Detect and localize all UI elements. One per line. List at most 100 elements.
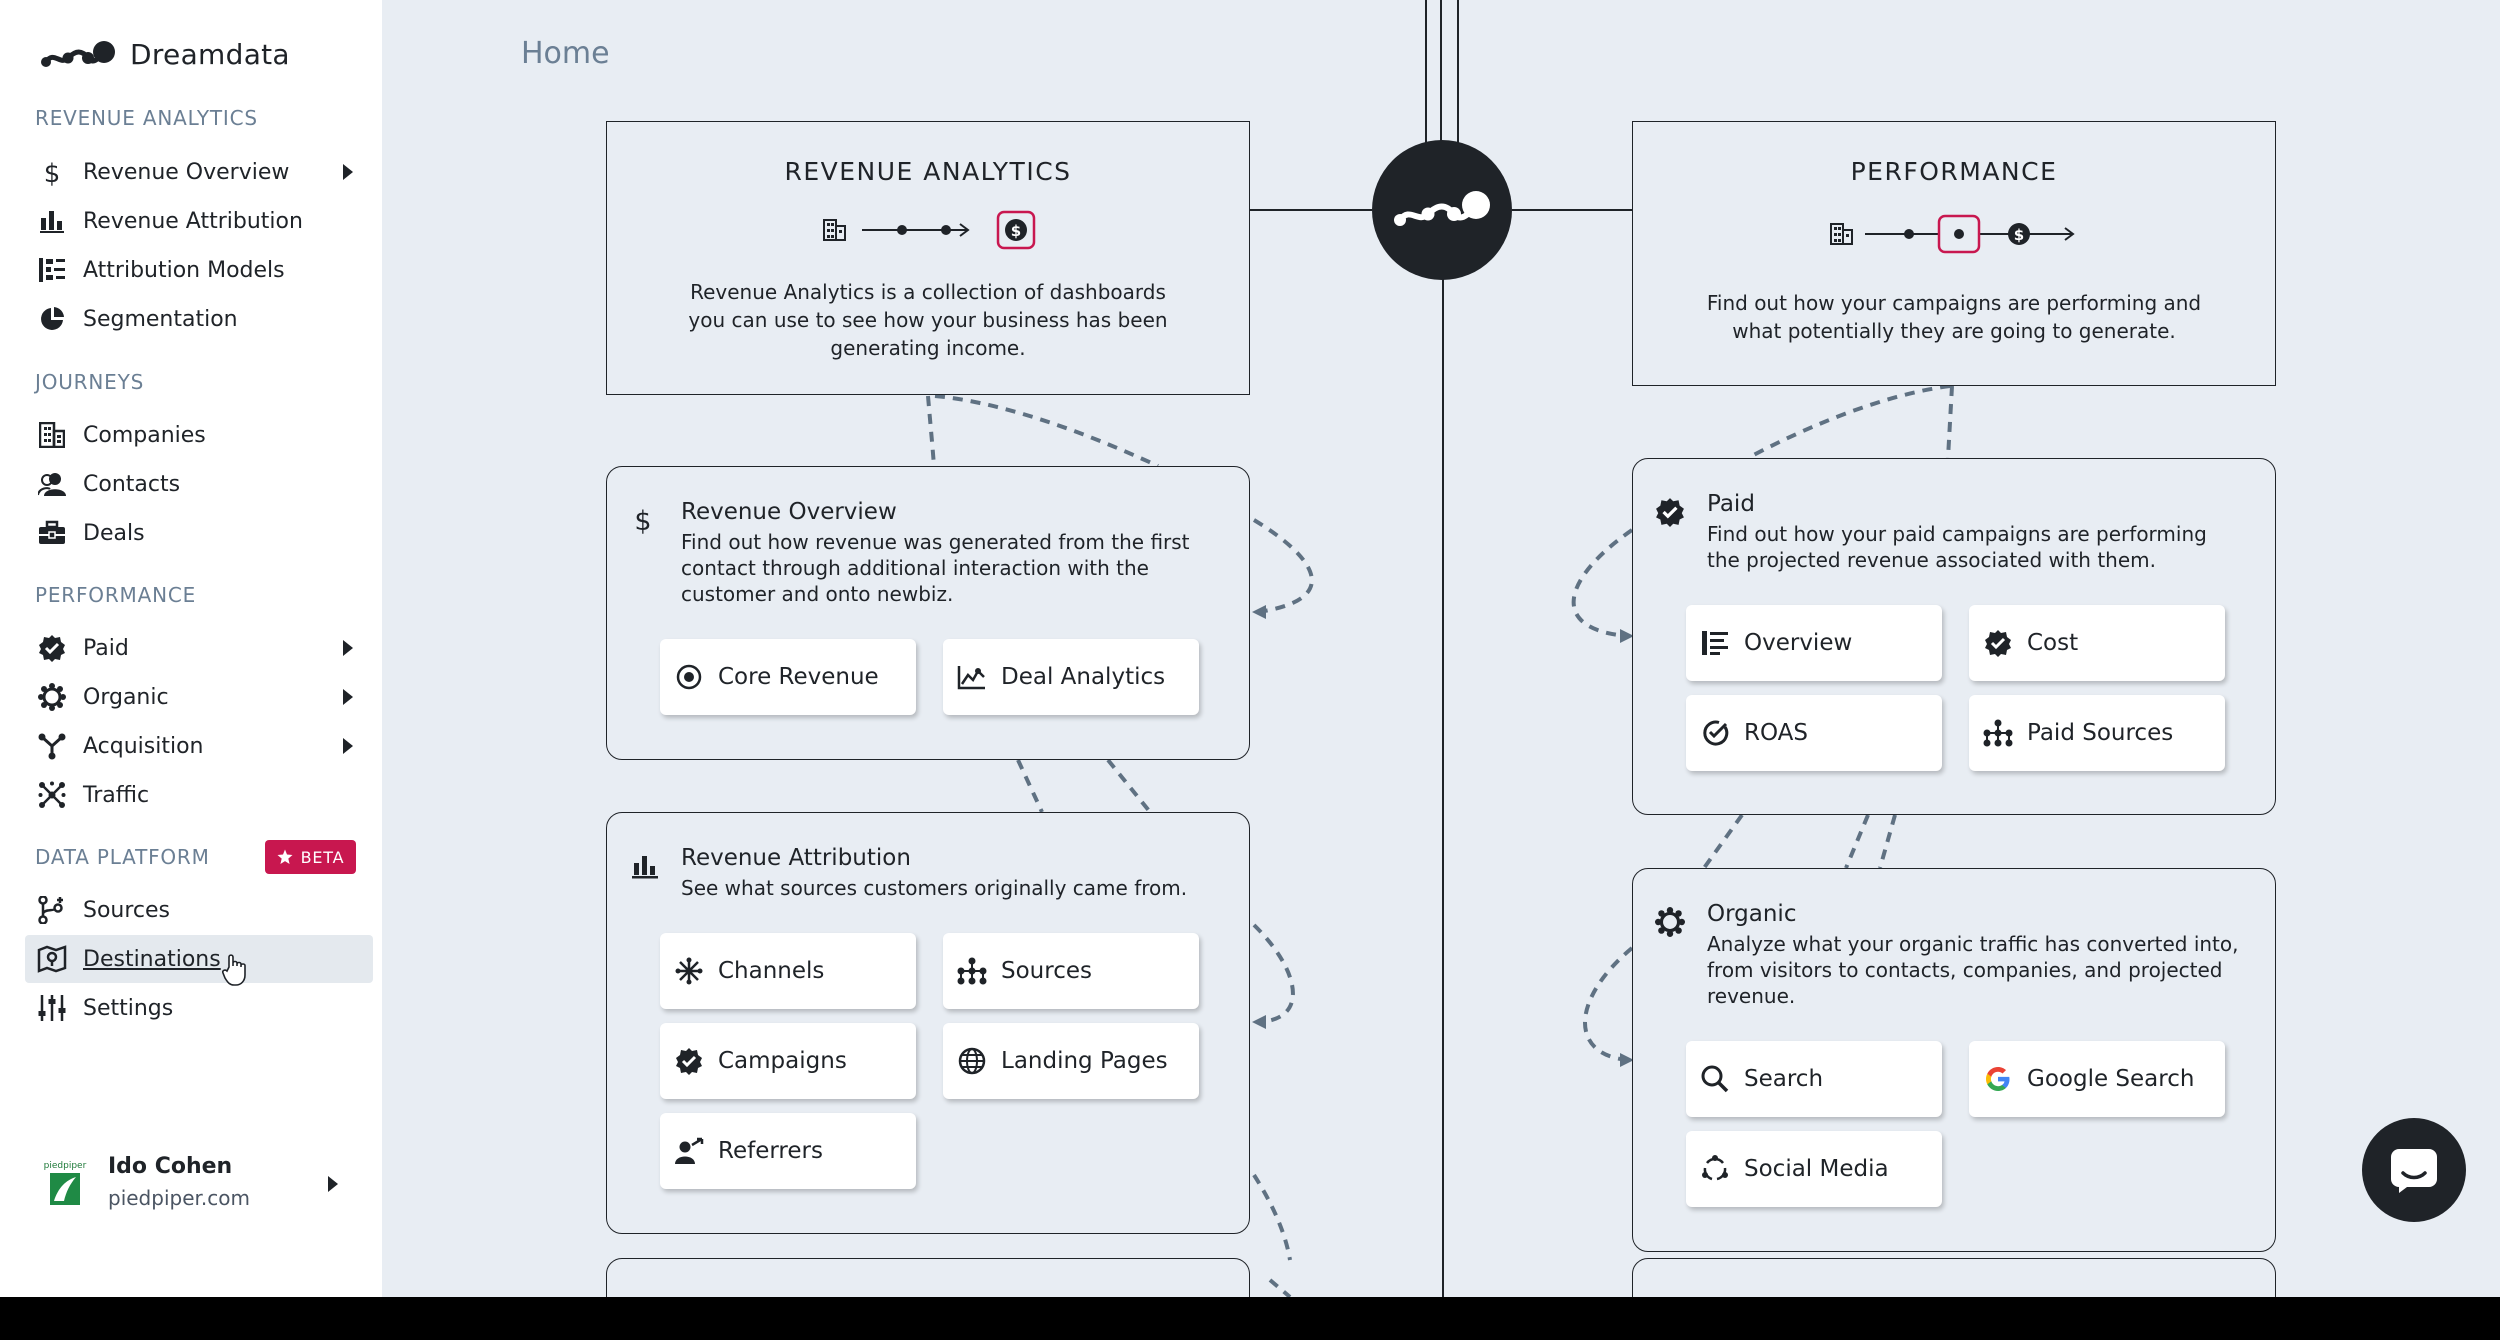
sidebar-item-destinations[interactable]: Destinations (25, 935, 373, 983)
tile-channels[interactable]: Channels (660, 933, 916, 1009)
tile-label: Campaigns (718, 1048, 847, 1074)
tile-cost[interactable]: Cost (1969, 605, 2225, 681)
organic-icon (1655, 907, 1685, 937)
beta-label: BETA (300, 847, 345, 867)
sliders-icon (37, 993, 67, 1023)
tile-label: Core Revenue (718, 664, 879, 690)
chevron-right-icon (343, 640, 353, 656)
brand-name: Dreamdata (130, 38, 290, 71)
bar-chart-icon (631, 853, 659, 881)
user-profile[interactable]: piedpiper Ido Cohen piedpiper.com (40, 1150, 350, 1220)
tile-label: Paid Sources (2027, 720, 2174, 746)
sidebar-item-label: Paid (83, 635, 129, 661)
sidebar-item-label: Attribution Models (83, 257, 285, 283)
revenue-analytics-card[interactable]: REVENUE ANALYTICS $ Revenue Analytics is… (606, 121, 1250, 395)
tile-label: Channels (718, 958, 825, 984)
sidebar-item-traffic[interactable]: Traffic (25, 771, 373, 819)
tile-google-search[interactable]: Google Search (1969, 1041, 2225, 1117)
section-label-journeys: JOURNEYS (35, 370, 145, 394)
sidebar-item-settings[interactable]: Settings (25, 984, 373, 1032)
taskbar-strip (0, 1297, 2500, 1340)
sidebar-item-attribution-models[interactable]: Attribution Models (25, 246, 373, 294)
sources-tree-icon (1983, 718, 2013, 748)
card-description-line: Revenue Analytics is a collection of das… (690, 280, 1166, 304)
chevron-right-icon (343, 164, 353, 180)
svg-text:$: $ (2014, 226, 2024, 244)
card-description-line: Find out how your paid campaigns are per… (1707, 522, 2207, 546)
star-icon (277, 849, 293, 865)
tile-core-revenue[interactable]: Core Revenue (660, 639, 916, 715)
tile-paid-sources[interactable]: Paid Sources (1969, 695, 2225, 771)
sidebar-item-segmentation[interactable]: Segmentation (25, 295, 373, 343)
sources-tree-icon (957, 956, 987, 986)
chat-launcher-button[interactable] (2362, 1118, 2466, 1222)
tile-label: Search (1744, 1066, 1824, 1092)
organic-card: Organic Analyze what your organic traffi… (1632, 868, 2276, 1252)
journey-dollar-icon: $ (822, 210, 1042, 250)
tile-referrers[interactable]: Referrers (660, 1113, 916, 1189)
tile-overview[interactable]: Overview (1686, 605, 1942, 681)
sidebar-item-organic[interactable]: Organic (25, 673, 373, 721)
sidebar-item-contacts[interactable]: Contacts (25, 460, 373, 508)
section-label-revenue-analytics: REVENUE ANALYTICS (35, 106, 258, 130)
chevron-right-icon (343, 738, 353, 754)
sidebar-item-label: Revenue Attribution (83, 208, 303, 234)
model-icon (37, 255, 67, 285)
brand[interactable]: Dreamdata (40, 38, 290, 71)
sidebar-item-acquisition[interactable]: Acquisition (25, 722, 373, 770)
performance-card[interactable]: PERFORMANCE $ Find out how your campaign… (1632, 121, 2276, 386)
sidebar-item-label: Settings (83, 995, 174, 1021)
card-description-line: Analyze what your organic traffic has co… (1707, 932, 2239, 956)
dreamdata-logo-icon (40, 40, 116, 70)
dollar-icon: $ (631, 505, 659, 535)
tile-search[interactable]: Search (1686, 1041, 1942, 1117)
paid-card: Paid Find out how your paid campaigns ar… (1632, 458, 2276, 815)
user-org: piedpiper.com (108, 1186, 250, 1210)
card-title: Revenue Attribution (681, 845, 911, 871)
tile-landing-pages[interactable]: Landing Pages (943, 1023, 1199, 1099)
connector-lines (926, 0, 1954, 1297)
tile-roas[interactable]: ROAS (1686, 695, 1942, 771)
svg-text:$: $ (44, 159, 61, 186)
sidebar-item-label: Revenue Overview (83, 159, 290, 185)
page-title: Home (521, 36, 610, 71)
sidebar-item-revenue-attribution[interactable]: Revenue Attribution (25, 197, 373, 245)
card-description-line: you can use to see how your business has… (688, 308, 1168, 332)
sidebar-item-label: Destinations (83, 946, 221, 972)
tile-sources[interactable]: Sources (943, 933, 1199, 1009)
card-title: Revenue Overview (681, 499, 897, 525)
pie-icon (37, 304, 67, 334)
tile-label: ROAS (1744, 720, 1809, 746)
channels-icon (674, 956, 704, 986)
beta-badge: BETA (265, 840, 356, 874)
chevron-right-icon (343, 689, 353, 705)
referrer-icon (674, 1136, 704, 1166)
tile-campaigns[interactable]: Campaigns (660, 1023, 916, 1099)
sidebar-item-revenue-overview[interactable]: $ Revenue Overview (25, 148, 373, 196)
organic-icon (37, 682, 67, 712)
card-description-line: contact through additional interaction w… (681, 556, 1149, 580)
revenue-attribution-card: Revenue Attribution See what sources cus… (606, 812, 1250, 1234)
acquisition-icon (37, 731, 67, 761)
tile-deal-analytics[interactable]: Deal Analytics (943, 639, 1199, 715)
check-badge-icon (1983, 628, 2013, 658)
sidebar-item-sources[interactable]: Sources (25, 886, 373, 934)
sidebar-item-companies[interactable]: Companies (25, 411, 373, 459)
contacts-icon (37, 469, 67, 499)
check-badge-icon (1655, 497, 1684, 527)
sidebar-item-deals[interactable]: Deals (25, 509, 373, 557)
card-title: Paid (1707, 491, 1755, 517)
section-label-performance: PERFORMANCE (35, 583, 197, 607)
sidebar-item-label: Traffic (83, 782, 150, 808)
tile-social-media[interactable]: Social Media (1686, 1131, 1942, 1207)
sidebar-item-label: Organic (83, 684, 169, 710)
chevron-right-icon[interactable] (328, 1176, 338, 1192)
target-icon (674, 662, 704, 692)
svg-text:$: $ (634, 506, 651, 535)
sidebar-item-paid[interactable]: Paid (25, 624, 373, 672)
sidebar-item-label: Deals (83, 520, 145, 546)
area-chart-icon (957, 662, 987, 692)
card-title: Organic (1707, 901, 1797, 927)
card-title: REVENUE ANALYTICS (784, 157, 1072, 186)
card-title: PERFORMANCE (1850, 157, 2058, 186)
